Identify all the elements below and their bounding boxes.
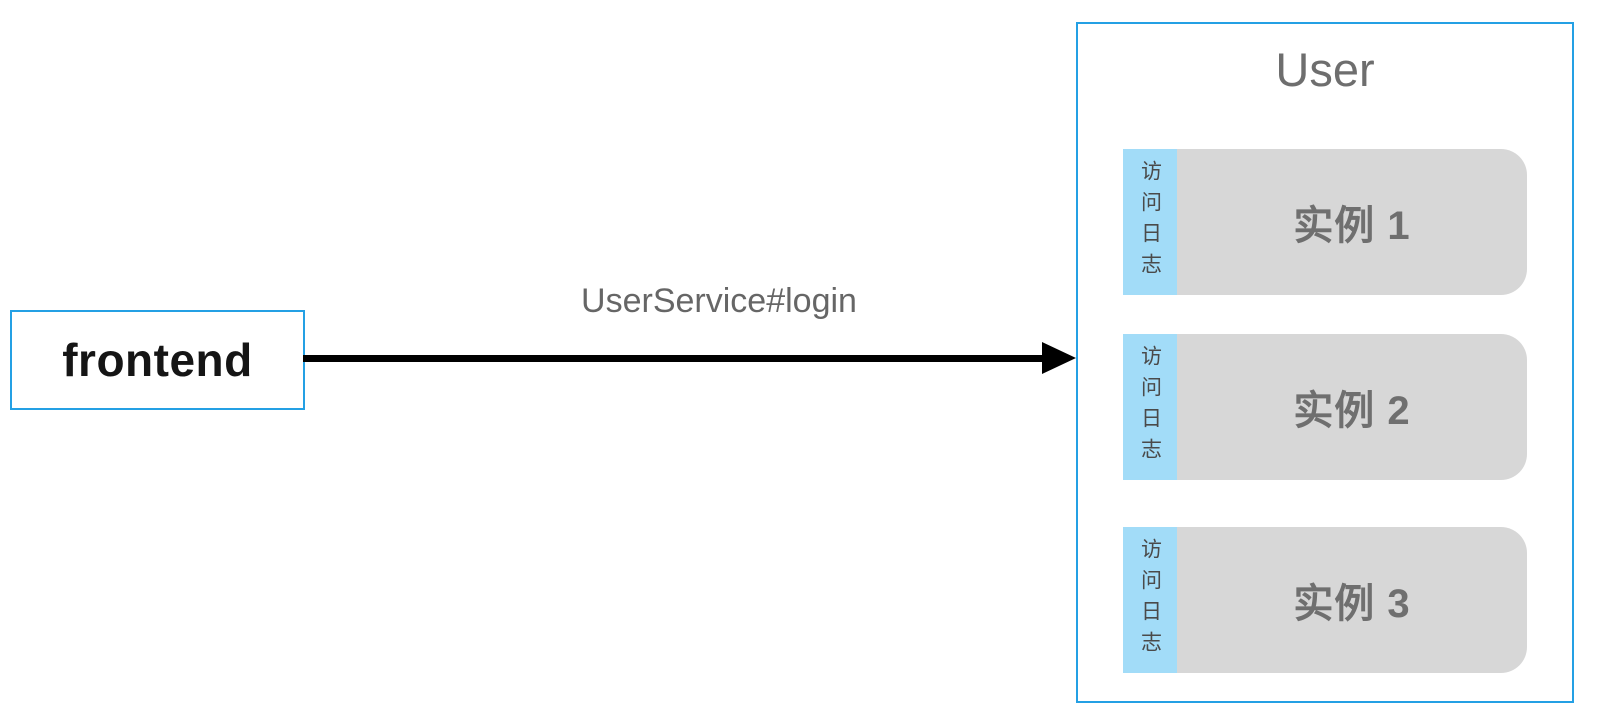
instance-row-1: 访问日志 实例 1 — [1123, 149, 1527, 295]
user-group-title: User — [1275, 43, 1375, 96]
access-log-tab: 访问日志 — [1123, 334, 1177, 480]
frontend-label: frontend — [62, 334, 253, 386]
access-log-label: 访问日志 — [1138, 160, 1162, 284]
instance-node: 实例 2 — [1177, 334, 1527, 480]
instance-row-2: 访问日志 实例 2 — [1123, 334, 1527, 480]
instance-label: 实例 2 — [1293, 389, 1411, 433]
access-log-tab: 访问日志 — [1123, 527, 1177, 673]
user-group-container: User 访问日志 实例 1 访问日志 实例 2 访问日志 实例 3 — [1076, 22, 1574, 703]
instance-label: 实例 1 — [1293, 204, 1411, 248]
instance-node: 实例 3 — [1177, 527, 1527, 673]
frontend-node: frontend — [10, 310, 305, 410]
instance-label: 实例 3 — [1293, 582, 1411, 626]
arrow-line — [303, 355, 1045, 362]
access-log-tab: 访问日志 — [1123, 149, 1177, 295]
access-log-label: 访问日志 — [1138, 345, 1162, 469]
instance-node: 实例 1 — [1177, 149, 1527, 295]
instance-row-3: 访问日志 实例 3 — [1123, 527, 1527, 673]
arrow-head-icon — [1042, 342, 1076, 374]
arrow-label: UserService#login — [581, 282, 857, 320]
access-log-label: 访问日志 — [1138, 538, 1162, 662]
